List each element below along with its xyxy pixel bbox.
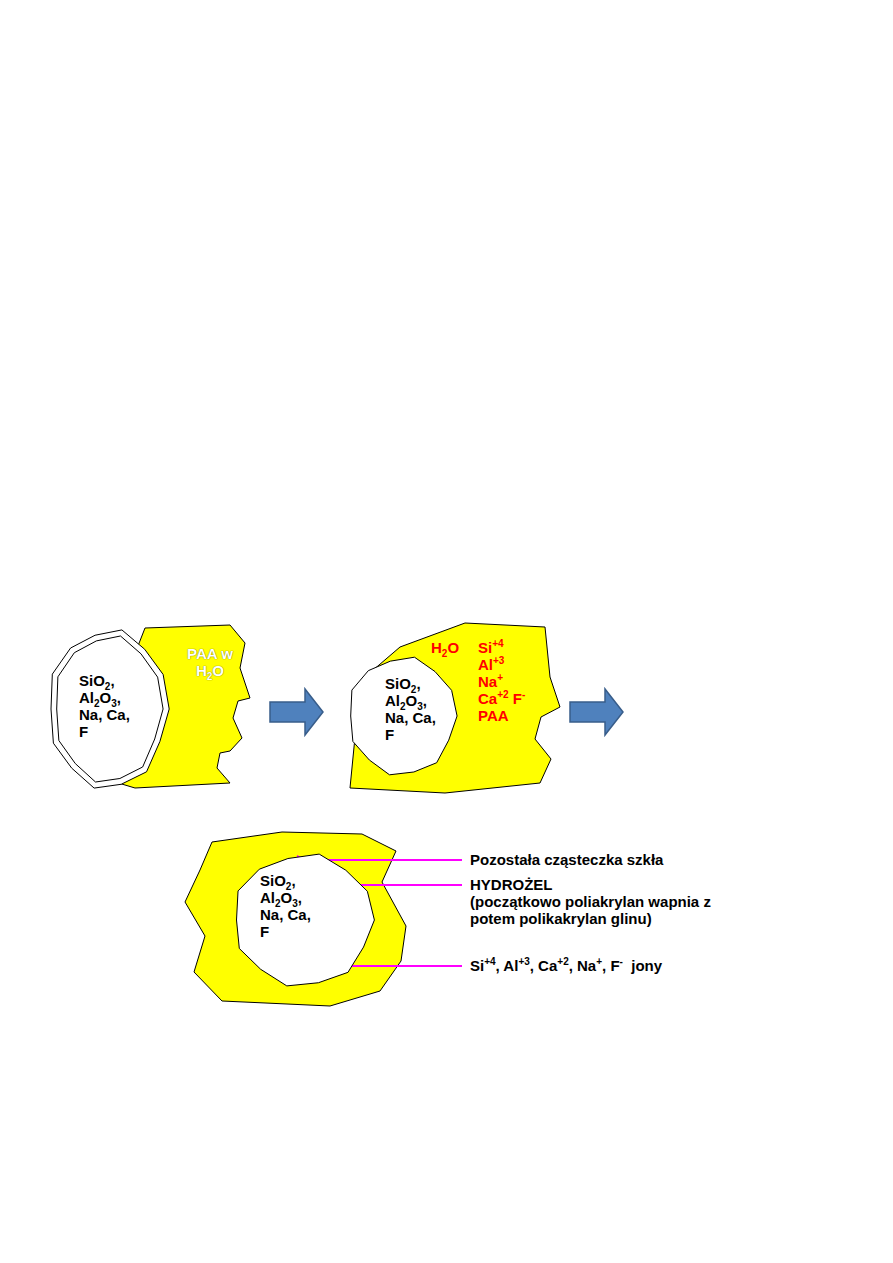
glass-particle: SiO2, Al2O3, Na, Ca, F: [345, 655, 459, 777]
blob-shape: [85, 625, 250, 788]
callout-label: (początkowo poliakrylan wapnia z potem p…: [470, 893, 716, 927]
callout-label: Si+4, Al+3, Ca+2, Na+, F- jony: [470, 957, 770, 974]
hydrogel-region: [185, 832, 406, 1006]
particle-shape: [237, 854, 375, 986]
component-text: H2O: [431, 639, 471, 656]
composition-text: SiO2, Al2O3, Na, Ca, F: [385, 675, 449, 743]
glass-particle: SiO2, Al2O3, Na, Ca, F: [230, 852, 376, 988]
process-arrow: [570, 689, 623, 735]
process-arrow: [270, 689, 323, 735]
callout-label: Pozostała cząsteczka szkła: [470, 851, 770, 868]
composition-text: SiO2, Al2O3, Na, Ca, F: [260, 872, 324, 940]
particle-shell: [57, 636, 163, 782]
callout-label: HYDROŻEL: [470, 876, 670, 893]
composition-text: SiO2, Al2O3, Na, Ca, F: [79, 672, 143, 740]
component-text: Si+4 Al+3 Na+ Ca+2 F- PAA: [478, 639, 530, 724]
glass-particle: SiO2, Al2O3, Na, Ca, F: [45, 628, 171, 790]
blob-shape: [350, 623, 560, 793]
leader-arrow: [342, 965, 462, 967]
component-text: PAA w H2O: [186, 645, 234, 679]
leader-arrow: [350, 884, 462, 886]
